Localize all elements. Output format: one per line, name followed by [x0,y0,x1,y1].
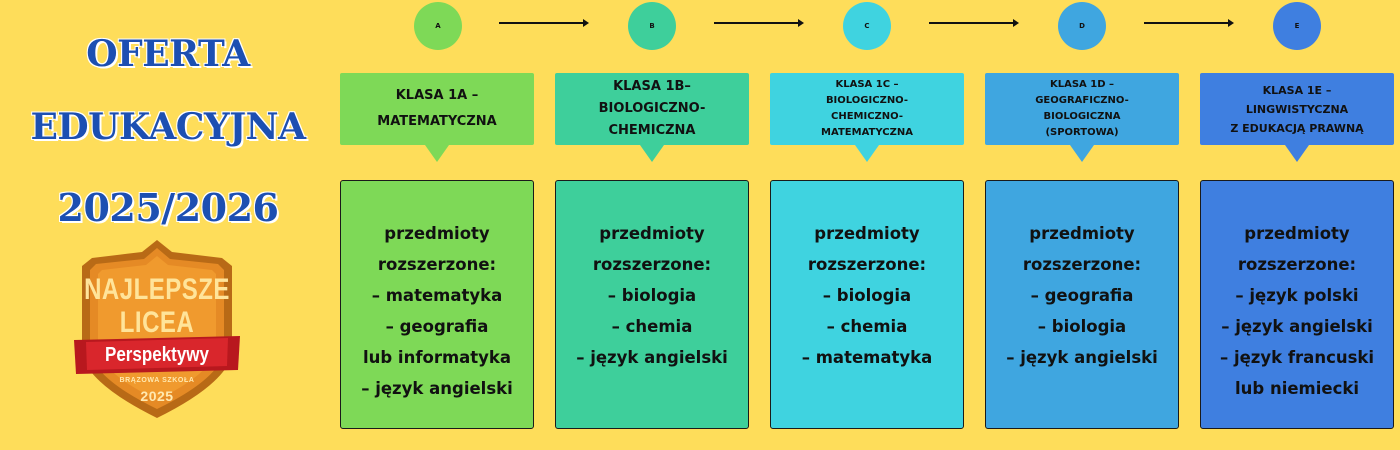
timeline-step-b: B [628,2,676,50]
subject-line: – matematyka [801,348,933,367]
badge-year: 2025 [140,388,174,404]
subject-line: – geografia [1030,286,1134,305]
badge-subtitle: LICEA [119,305,195,340]
subject-line: – biologia [1037,317,1127,336]
subject-line: rozszerzone: [1022,255,1142,274]
subjects-box-1c: przedmioty rozszerzone: – biologia – che… [770,180,964,429]
subject-line: – geografia [385,317,489,336]
class-header-1a: KLASA 1A – MATEMATYCZNA [340,73,534,162]
class-header-label: KLASA 1B– BIOLOGICZNO- CHEMICZNA [598,79,706,138]
najlepsze-licea-badge: NAJLEPSZE LICEA Perspektywy BRĄZOWA SZKO… [72,236,242,422]
pointer-icon [855,145,879,162]
class-header-1e: KLASA 1E – LINGWISTYCZNA Z EDUKACJĄ PRAW… [1200,73,1394,162]
subject-line: – matematyka [371,286,503,305]
subject-line: przedmioty [814,224,920,243]
subject-line: przedmioty [1244,224,1350,243]
timeline-step-c: C [843,2,891,50]
subject-line: lub informatyka [362,348,512,367]
arrow-right-icon [714,19,804,27]
subjects-box-1a: przedmioty rozszerzone: – matematyka – g… [340,180,534,429]
subject-line: – język angielski [576,348,728,367]
subjects-box-1e: przedmioty rozszerzone: – język polski –… [1200,180,1394,429]
subject-line: przedmioty [1029,224,1135,243]
badge-award: BRĄZOWA SZKOŁA [119,377,195,384]
class-header-1d: KLASA 1D – GEOGRAFICZNO- BIOLOGICZNA (SP… [985,73,1179,162]
page-title-line-1: OFERTA [86,33,250,75]
pointer-icon [640,145,664,162]
class-header-1b: KLASA 1B– BIOLOGICZNO- CHEMICZNA [555,73,749,162]
class-header-label: KLASA 1D – GEOGRAFICZNO- BIOLOGICZNA (SP… [1035,79,1129,138]
class-header-label: KLASA 1E – LINGWISTYCZNA Z EDUKACJĄ PRAW… [1230,83,1364,135]
pointer-icon [1070,145,1094,162]
subject-line: – chemia [611,317,693,336]
subject-line: – język angielski [1006,348,1158,367]
arrow-right-icon [929,19,1019,27]
page-title-line-2: EDUKACYJNA [30,106,306,148]
timeline-step-d: D [1058,2,1106,50]
subject-line: rozszerzone: [1237,255,1357,274]
subjects-box-1b: przedmioty rozszerzone: – biologia – che… [555,180,749,429]
subject-line: rozszerzone: [592,255,712,274]
subject-line: – język angielski [1221,317,1373,336]
subject-line: – biologia [607,286,697,305]
subject-line: – biologia [822,286,912,305]
pointer-icon [425,145,449,162]
subject-line: – język francuski [1219,348,1375,367]
subject-line: przedmioty [384,224,490,243]
class-header-1c: KLASA 1C – BIOLOGICZNO- CHEMICZNO- MATEM… [770,73,964,162]
subject-line: lub niemiecki [1235,379,1359,398]
subject-line: – język polski [1235,286,1359,305]
subject-line: – chemia [826,317,908,336]
shield-icon [74,240,240,418]
class-header-label: KLASA 1C – BIOLOGICZNO- CHEMICZNO- MATEM… [821,79,913,138]
arrow-right-icon [499,19,589,27]
page-title-year: 2025/2026 [57,185,279,230]
subjects-box-1d: przedmioty rozszerzone: – geografia – bi… [985,180,1179,429]
subject-line: rozszerzone: [377,255,497,274]
subject-line: – język angielski [361,379,513,398]
timeline-step-e: E [1273,2,1321,50]
timeline-step-a: A [414,2,462,50]
pointer-icon [1285,145,1309,162]
subject-line: przedmioty [599,224,705,243]
subject-line: rozszerzone: [807,255,927,274]
arrow-right-icon [1144,19,1234,27]
badge-title: NAJLEPSZE [84,272,230,307]
badge-ribbon: Perspektywy [105,343,209,366]
class-header-label: KLASA 1A – MATEMATYCZNA [377,88,497,129]
